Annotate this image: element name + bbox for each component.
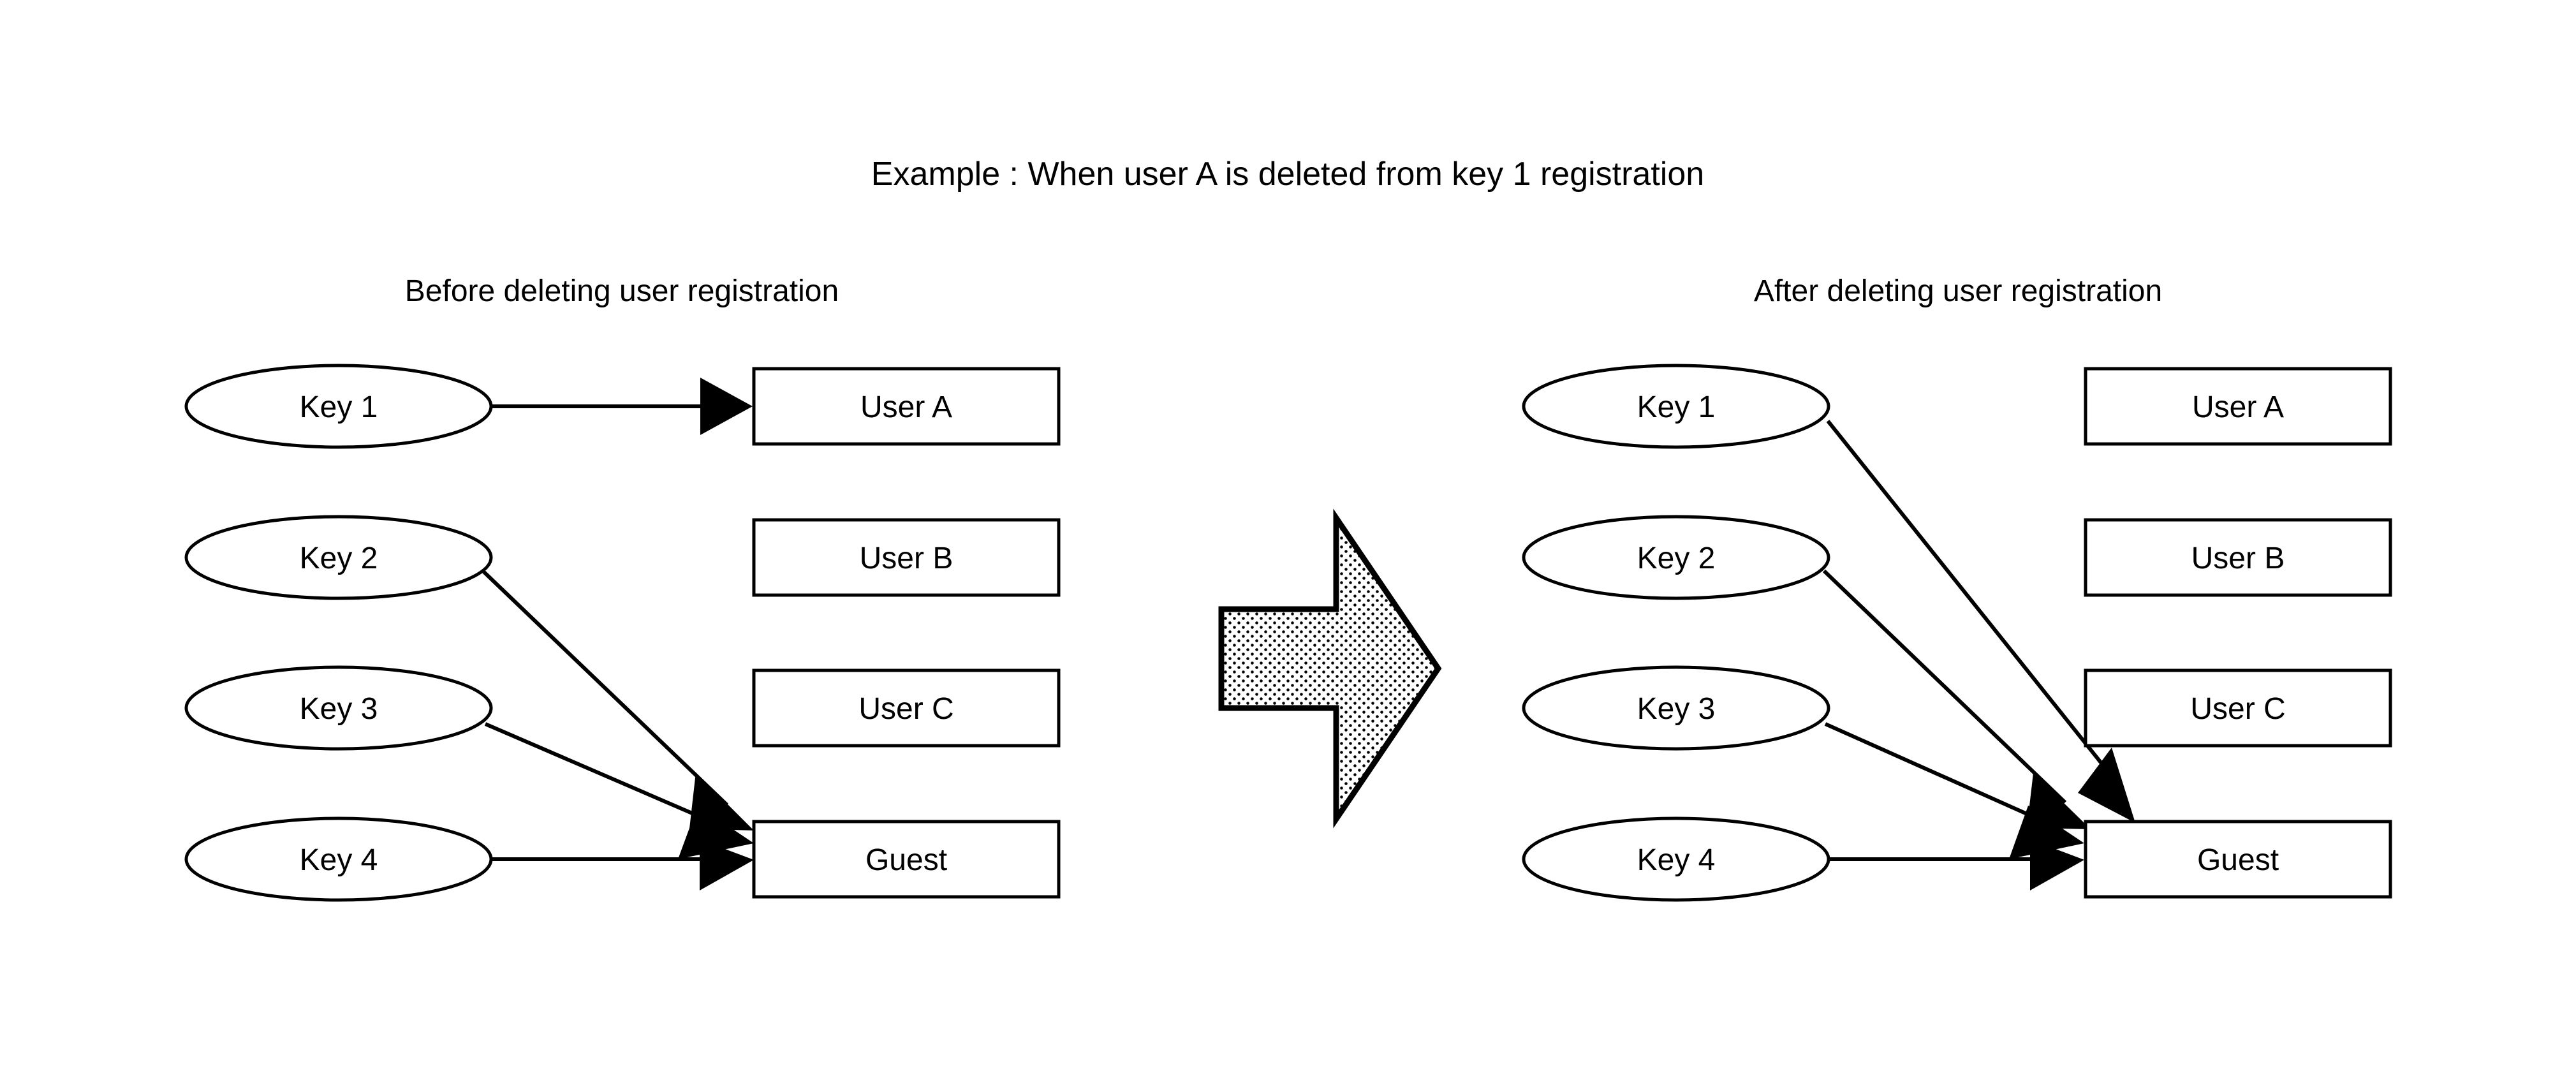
before-guest[interactable]: Guest xyxy=(752,820,1061,899)
after-guest[interactable]: Guest xyxy=(2084,820,2392,899)
arrowhead-icon xyxy=(700,839,754,890)
key-label: Key 4 xyxy=(1637,843,1716,877)
after-key-2[interactable]: Key 2 xyxy=(1522,515,1830,600)
before-key-3[interactable]: Key 3 xyxy=(184,665,493,751)
after-key-4[interactable]: Key 4 xyxy=(1522,816,1830,902)
before-user-b[interactable]: User B xyxy=(752,518,1061,597)
after-user-c[interactable]: User C xyxy=(2084,668,2392,748)
after-panel-heading: After deleting user registration xyxy=(1754,274,2162,308)
user-label: Guest xyxy=(2197,843,2279,877)
key-label: Key 4 xyxy=(300,843,378,877)
key-label: Key 2 xyxy=(1637,542,1716,575)
key-ellipse[interactable] xyxy=(1522,665,1830,751)
key-ellipse[interactable] xyxy=(184,816,493,902)
after-user-a[interactable]: User A xyxy=(2084,367,2392,446)
key-label: Key 1 xyxy=(1637,390,1716,424)
after-panel: After deleting user registration xyxy=(1522,274,2392,902)
user-box[interactable] xyxy=(752,518,1061,597)
block-arrow-right-icon xyxy=(1218,508,1442,829)
key-label: Key 3 xyxy=(300,692,378,726)
arrowhead-icon xyxy=(700,378,753,435)
after-key-3[interactable]: Key 3 xyxy=(1522,665,1830,751)
before-edge-key3-guest xyxy=(484,722,754,859)
key-label: Key 3 xyxy=(1637,692,1716,726)
after-user-b[interactable]: User B xyxy=(2084,518,2392,597)
user-label: User C xyxy=(858,692,953,726)
before-key-4[interactable]: Key 4 xyxy=(184,816,493,902)
after-edge-key2-guest xyxy=(1822,569,2091,829)
key-ellipse[interactable] xyxy=(184,515,493,600)
user-box[interactable] xyxy=(2084,820,2392,899)
key-ellipse[interactable] xyxy=(184,364,493,449)
before-edge-key2-guest xyxy=(481,569,754,830)
after-edge-key4-guest xyxy=(1829,839,2084,890)
before-user-a[interactable]: User A xyxy=(752,367,1061,446)
before-edge-key4-guest xyxy=(491,839,754,890)
arrowhead-icon xyxy=(678,806,754,859)
user-box[interactable] xyxy=(2084,518,2392,597)
page-title: Example : When user A is deleted from ke… xyxy=(871,156,1704,193)
key-ellipse[interactable] xyxy=(1522,364,1830,449)
key-label: Key 2 xyxy=(300,542,378,575)
user-box[interactable] xyxy=(752,820,1061,899)
before-user-c[interactable]: User C xyxy=(752,668,1061,748)
key-label: Key 1 xyxy=(300,390,378,424)
before-edge-key1-usera xyxy=(491,378,753,435)
arrowhead-icon xyxy=(2027,773,2091,829)
key-ellipse[interactable] xyxy=(1522,816,1830,902)
arrowhead-icon xyxy=(2078,748,2135,823)
user-box[interactable] xyxy=(752,668,1061,748)
arrowhead-icon xyxy=(2009,806,2084,859)
key-ellipse[interactable] xyxy=(184,665,493,751)
arrowhead-icon xyxy=(2030,839,2084,890)
before-key-1[interactable]: Key 1 xyxy=(184,364,493,449)
user-label: User A xyxy=(2192,390,2284,424)
user-label: Guest xyxy=(865,843,947,877)
user-label: User B xyxy=(860,542,953,575)
before-panel-heading: Before deleting user registration xyxy=(405,274,839,308)
user-label: User A xyxy=(860,390,952,424)
after-key-1[interactable]: Key 1 xyxy=(1522,364,1830,449)
before-panel: Before deleting user registration xyxy=(184,274,1061,902)
user-label: User C xyxy=(2190,692,2285,726)
after-edge-key1-guest xyxy=(1826,420,2135,823)
user-box[interactable] xyxy=(2084,367,2392,446)
user-label: User B xyxy=(2191,542,2285,575)
before-key-2[interactable]: Key 2 xyxy=(184,515,493,600)
after-edge-key3-guest xyxy=(1824,722,2084,859)
user-box[interactable] xyxy=(752,367,1061,446)
user-box[interactable] xyxy=(2084,668,2392,748)
key-ellipse[interactable] xyxy=(1522,515,1830,600)
